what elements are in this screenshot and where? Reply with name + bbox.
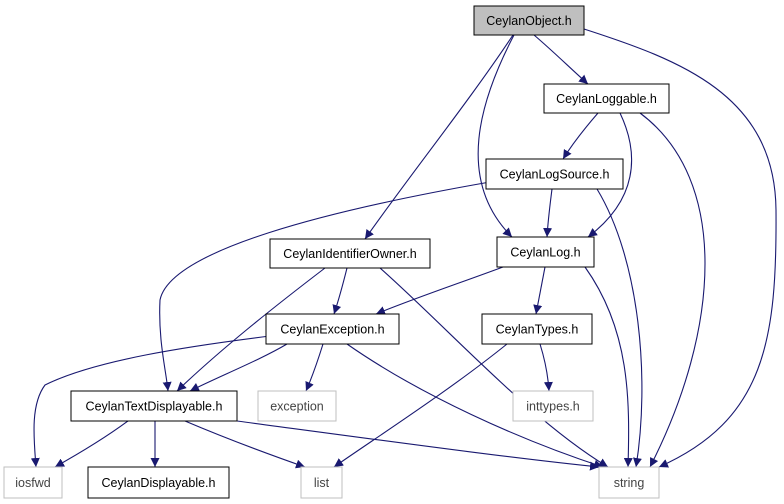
edge-ceylan-log-to-ceylan-types (533, 266, 546, 315)
edge-ceylan-loggable-to-string (639, 112, 706, 468)
node-box (300, 466, 343, 499)
edge-ceylan-loggable-to-ceylan-log-source (562, 112, 599, 160)
edge-ceylan-text-displayable-to-list (184, 420, 306, 469)
edge-ceylan-object-to-ceylan-identifier-owner (364, 34, 514, 240)
edge-ceylan-exception-to-string (346, 343, 604, 469)
node-label: exception (270, 400, 324, 414)
node-ceylan-log-source[interactable]: CeylanLogSource.h (485, 158, 624, 190)
edge-ceylan-object-to-ceylan-log (477, 34, 515, 238)
edge-ceylan-identifier-owner-to-ceylan-text-displayable (176, 267, 326, 392)
edge-ceylan-text-displayable-to-iosfwd (54, 420, 129, 468)
node-box (481, 313, 593, 345)
edge-ceylan-types-to-inttypes (539, 343, 553, 392)
node-exception: exception (257, 390, 337, 422)
node-label: CeylanTextDisplayable.h (86, 400, 223, 414)
edge-ceylan-log-source-to-ceylan-log (543, 188, 553, 238)
node-box (70, 390, 238, 422)
node-ceylan-loggable[interactable]: CeylanLoggable.h (543, 83, 670, 114)
edge-ceylan-text-displayable-to-string (236, 420, 600, 471)
edge-ceylan-log-to-string (584, 266, 633, 468)
node-label: string (614, 476, 645, 490)
node-ceylan-object[interactable]: CeylanObject.h (473, 5, 585, 36)
node-box (87, 466, 230, 499)
node-label: iosfwd (15, 476, 50, 490)
edge-ceylan-exception-to-iosfwd (30, 335, 271, 468)
node-label: CeylanLog.h (510, 246, 580, 260)
node-box (485, 158, 624, 190)
edge-ceylan-exception-to-ceylan-text-displayable (189, 343, 288, 392)
node-label: CeylanException.h (280, 323, 384, 337)
node-iosfwd: iosfwd (3, 466, 63, 499)
edge-ceylan-loggable-to-ceylan-log (587, 112, 633, 238)
node-ceylan-types[interactable]: CeylanTypes.h (481, 313, 593, 345)
node-string: string (598, 466, 660, 499)
node-box (269, 238, 431, 269)
node-label: CeylanDisplayable.h (102, 476, 216, 490)
node-label: CeylanTypes.h (496, 323, 579, 337)
edge-ceylan-exception-to-exception (305, 343, 324, 392)
node-box (512, 390, 594, 422)
node-label: CeylanObject.h (486, 14, 572, 28)
node-box (473, 5, 585, 36)
node-box (543, 83, 670, 114)
edge-ceylan-log-source-to-ceylan-text-displayable (159, 181, 491, 392)
node-box (3, 466, 63, 499)
node-box (496, 236, 595, 268)
edge-ceylan-log-to-ceylan-exception (375, 266, 504, 315)
node-list: list (300, 466, 343, 499)
node-box (598, 466, 660, 499)
node-box (257, 390, 337, 422)
edge-ceylan-object-to-ceylan-loggable (533, 34, 589, 85)
node-label: inttypes.h (526, 400, 580, 414)
edge-ceylan-identifier-owner-to-string (379, 267, 609, 468)
node-ceylan-identifier-owner[interactable]: CeylanIdentifierOwner.h (269, 238, 431, 269)
edge-ceylan-identifier-owner-to-ceylan-exception (332, 267, 348, 315)
edge-ceylan-types-to-list (333, 343, 508, 468)
node-ceylan-log[interactable]: CeylanLog.h (496, 236, 595, 268)
node-label: CeylanLogSource.h (500, 168, 610, 182)
node-label: CeylanIdentifierOwner.h (283, 247, 416, 261)
node-ceylan-text-displayable[interactable]: CeylanTextDisplayable.h (70, 390, 238, 422)
edge-ceylan-log-source-to-string (596, 188, 643, 468)
node-label: CeylanLoggable.h (556, 92, 657, 106)
node-box (265, 313, 400, 345)
node-ceylan-exception[interactable]: CeylanException.h (265, 313, 400, 345)
edge-ceylan-object-to-string (583, 28, 777, 468)
nodes: CeylanObject.hCeylanLoggable.hCeylanLogS… (3, 5, 670, 499)
node-ceylan-displayable[interactable]: CeylanDisplayable.h (87, 466, 230, 499)
node-label: list (314, 476, 330, 490)
edges (30, 28, 777, 471)
node-inttypes: inttypes.h (512, 390, 594, 422)
